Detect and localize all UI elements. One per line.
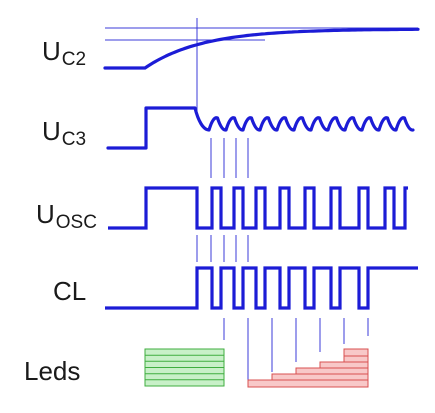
leds-green-bars bbox=[144, 348, 225, 387]
leds-red-staircase bbox=[247, 348, 369, 388]
uc3-waveform bbox=[106, 106, 415, 150]
signal-label-leds: Leds bbox=[24, 356, 81, 386]
signal-label-uc3: UC3 bbox=[42, 116, 87, 150]
cl-waveform bbox=[105, 266, 418, 310]
signal-label-uosc: UOSC bbox=[36, 199, 97, 233]
guide-lines bbox=[105, 18, 418, 385]
uc2-waveform bbox=[103, 27, 420, 70]
signal-label-uc2: UC2 bbox=[42, 36, 87, 70]
uosc-waveform bbox=[108, 186, 408, 230]
signal-label-cl: CL bbox=[53, 276, 87, 306]
